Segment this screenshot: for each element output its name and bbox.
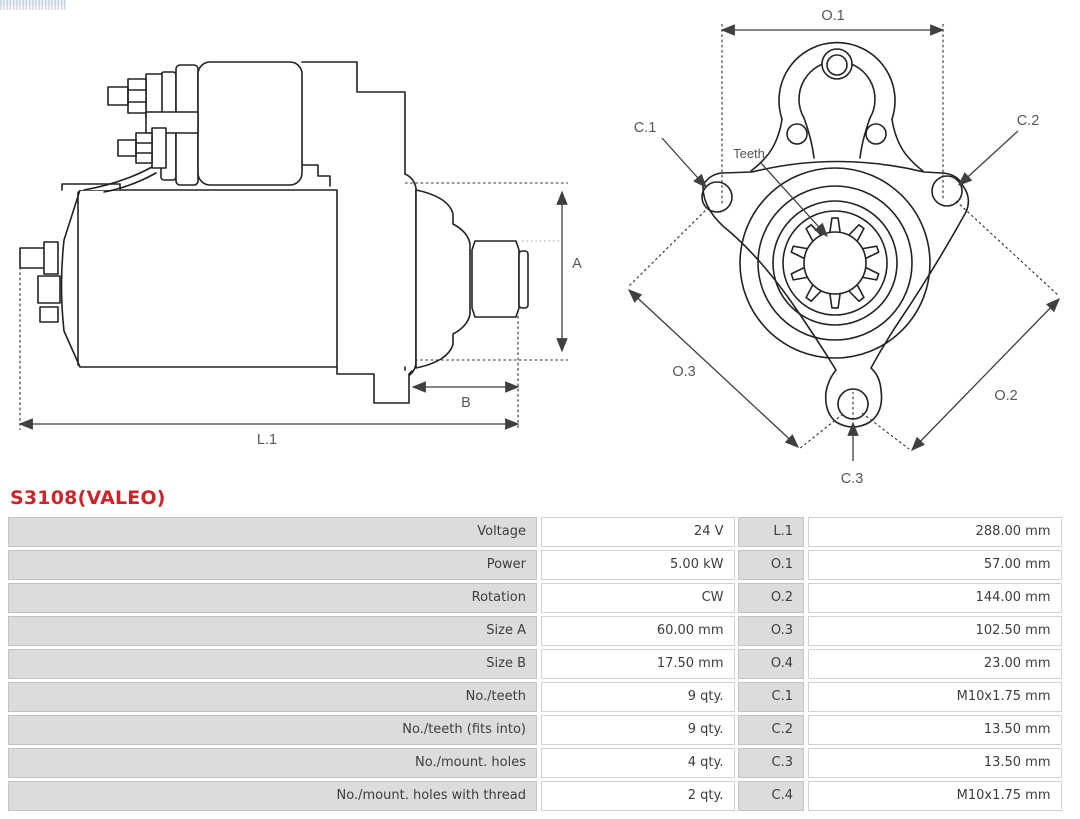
- spec-label-cell: No./mount. holes with thread: [8, 781, 537, 811]
- corner-artifact: [0, 0, 66, 10]
- mounting-foot: [336, 366, 413, 404]
- spec-value-cell: 5.00 kW: [540, 550, 735, 580]
- spec-value-cell: 24 V: [540, 517, 735, 547]
- terminal-bolt-lower: [117, 139, 137, 157]
- spec-dim-cell: 23.00 mm: [807, 649, 1062, 679]
- spec-dim-cell: 13.50 mm: [807, 748, 1062, 778]
- spec-dim-cell: 144.00 mm: [807, 583, 1062, 613]
- terminal-bolt-upper: [107, 86, 129, 106]
- shaft-stud: [19, 247, 47, 269]
- spec-table-row: Rotation CW O.2 144.00 mm: [8, 583, 1062, 613]
- spec-value-cell: 4 qty.: [540, 748, 735, 778]
- spec-code-cell: O.1: [738, 550, 804, 580]
- spec-code-cell: C.4: [738, 781, 804, 811]
- dim-label-o1: O.1: [821, 8, 844, 24]
- dim-label-l1: L.1: [257, 432, 277, 448]
- spec-dim-cell: 57.00 mm: [807, 550, 1062, 580]
- spec-dim-cell: 102.50 mm: [807, 616, 1062, 646]
- spec-table-row: Size A 60.00 mm O.3 102.50 mm: [8, 616, 1062, 646]
- spec-value-cell: 9 qty.: [540, 682, 735, 712]
- spec-value-cell: 2 qty.: [540, 781, 735, 811]
- part-number-heading: S3108(VALEO): [10, 487, 166, 509]
- spec-code-cell: O.3: [738, 616, 804, 646]
- solenoid: [197, 61, 303, 186]
- spec-code-cell: C.2: [738, 715, 804, 745]
- dimension-line-o2: [911, 297, 1060, 452]
- spec-table-row: No./mount. holes with thread 2 qty. C.4 …: [8, 781, 1062, 811]
- pinion-gear: [471, 240, 520, 318]
- spec-dim-cell: 288.00 mm: [807, 517, 1062, 547]
- spec-code-cell: O.4: [738, 649, 804, 679]
- dimension-line-o3: [627, 289, 800, 448]
- side-view-drawing: A B L.1: [18, 61, 582, 448]
- drive-end-bell: [415, 189, 471, 369]
- dim-label-b: B: [461, 395, 471, 411]
- motor-body: [60, 189, 338, 368]
- spec-value-cell: CW: [540, 583, 735, 613]
- spec-label-cell: No./teeth: [8, 682, 537, 712]
- spec-dim-cell: M10x1.75 mm: [807, 682, 1062, 712]
- mount-hole-c2: [931, 175, 963, 207]
- spec-label-cell: No./mount. holes: [8, 748, 537, 778]
- gear-teeth: [790, 217, 880, 309]
- mount-flange-edge: [404, 173, 417, 379]
- spec-table: Voltage 24 V L.1 288.00 mm Power 5.00 kW…: [8, 517, 1062, 814]
- spec-code-cell: O.2: [738, 583, 804, 613]
- spec-dim-cell: 13.50 mm: [807, 715, 1062, 745]
- spec-table-row: Size B 17.50 mm O.4 23.00 mm: [8, 649, 1062, 679]
- spec-label-cell: No./teeth (fits into): [8, 715, 537, 745]
- spec-table-row: No./teeth 9 qty. C.1 M10x1.75 mm: [8, 682, 1062, 712]
- spec-label-cell: Size A: [8, 616, 537, 646]
- dim-label-a: A: [572, 256, 582, 272]
- mount-hole-c1: [701, 181, 733, 213]
- technical-drawings: A B L.1: [18, 8, 1060, 487]
- spec-code-cell: L.1: [738, 517, 804, 547]
- spec-value-cell: 9 qty.: [540, 715, 735, 745]
- spec-label-cell: Voltage: [8, 517, 537, 547]
- spec-dim-cell: M10x1.75 mm: [807, 781, 1062, 811]
- spec-value-cell: 17.50 mm: [540, 649, 735, 679]
- spec-table-row: No./mount. holes 4 qty. C.3 13.50 mm: [8, 748, 1062, 778]
- dim-label-o3: O.3: [672, 364, 695, 380]
- spec-table-row: Voltage 24 V L.1 288.00 mm: [8, 517, 1062, 547]
- spec-label-cell: Size B: [8, 649, 537, 679]
- spec-table-row: No./teeth (fits into) 9 qty. C.2 13.50 m…: [8, 715, 1062, 745]
- front-view-drawing: O.1 C.1 C.2 Teeth C.3 O.3 O.2: [627, 8, 1060, 487]
- teeth-label: Teeth: [733, 146, 765, 161]
- dim-label-c1: C.1: [634, 120, 657, 136]
- spec-code-cell: C.3: [738, 748, 804, 778]
- dim-label-c2: C.2: [1017, 113, 1040, 129]
- spec-label-cell: Rotation: [8, 583, 537, 613]
- spec-value-cell: 60.00 mm: [540, 616, 735, 646]
- spec-label-cell: Power: [8, 550, 537, 580]
- spec-table-row: Power 5.00 kW O.1 57.00 mm: [8, 550, 1062, 580]
- dim-label-c3: C.3: [841, 471, 864, 487]
- mounting-flange: [702, 160, 970, 428]
- spec-code-cell: C.1: [738, 682, 804, 712]
- dim-label-o2: O.2: [994, 388, 1017, 404]
